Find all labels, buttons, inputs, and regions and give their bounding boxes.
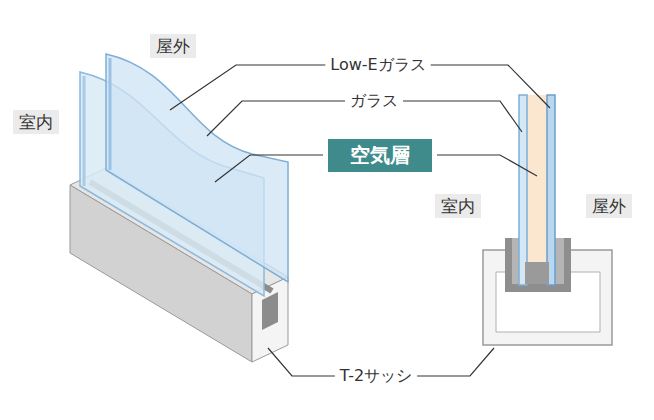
part-label: T-2サッシ (340, 366, 412, 385)
side-tag: 屋外 (150, 34, 196, 58)
leader-line (437, 155, 537, 176)
part-label: Low-Eガラス (330, 55, 425, 74)
glass-perspective (80, 54, 288, 296)
leader-line (403, 101, 522, 132)
label-box: 空気層 (328, 139, 432, 172)
leader-line (170, 65, 325, 110)
side-tag: 室内 (13, 110, 59, 134)
leader-line (268, 348, 335, 376)
box-text: 空気層 (350, 143, 410, 167)
part-label: ガラス (350, 91, 398, 110)
leader-line (207, 101, 345, 136)
side-tag: 室内 (435, 194, 481, 218)
side-tag: 屋外 (586, 194, 632, 218)
leader-line (215, 155, 323, 182)
leader-line (417, 348, 494, 376)
glass-section (483, 95, 612, 345)
